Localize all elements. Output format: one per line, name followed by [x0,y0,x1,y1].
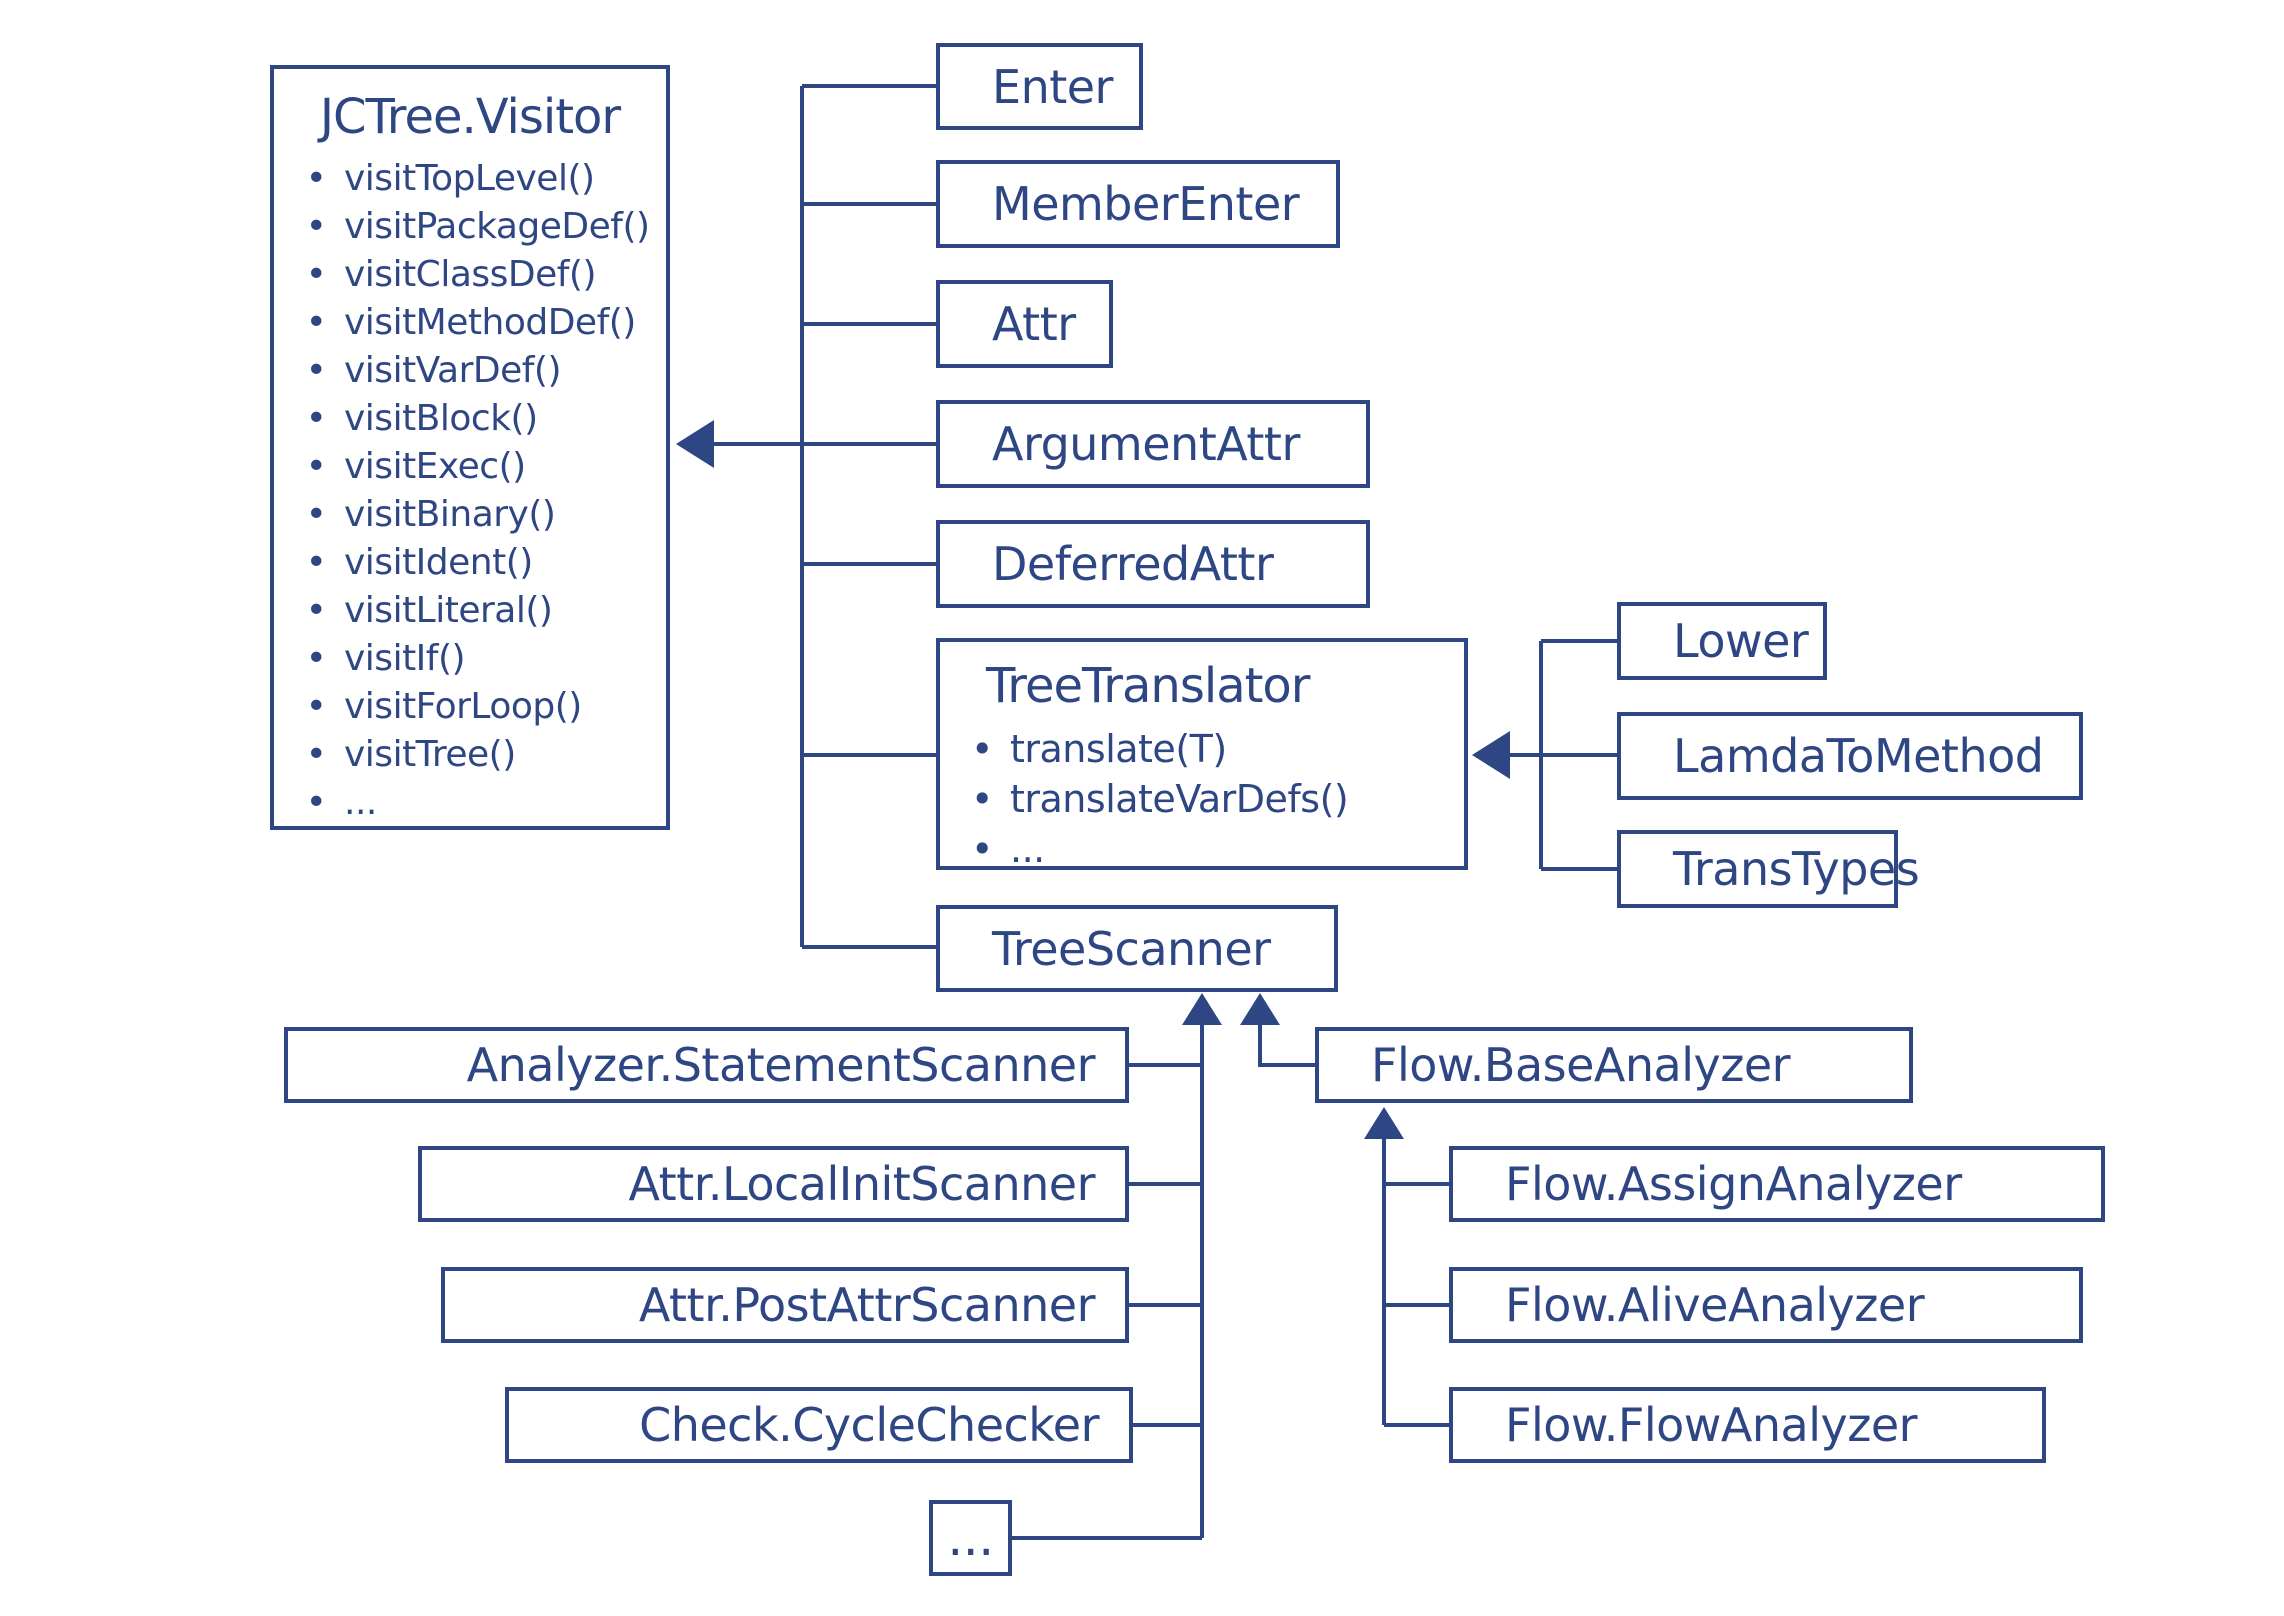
class-label: Attr [992,297,1076,351]
arrowhead-to-tree-scanner-right [1240,993,1280,1025]
method-item: visitLiteral() [288,587,666,635]
class-label: ArgumentAttr [992,417,1300,471]
class-box-trans-types: TransTypes [1617,830,1920,908]
method-item: visitMethodDef() [288,299,666,347]
class-box-enter: Enter [936,43,1143,130]
class-label: Check.CycleChecker [639,1398,1099,1452]
class-label: Flow.FlowAnalyzer [1505,1398,1918,1452]
class-title: JCTree.Visitor [319,89,621,145]
class-box-flow-base-analyzer: Flow.BaseAnalyzer [1315,1027,1913,1103]
class-box-statement-scanner: Analyzer.StatementScanner [284,1027,1129,1103]
class-box-member-enter: MemberEnter [936,160,1340,248]
arrowhead-to-visitor [676,420,714,468]
class-title: TreeTranslator [986,658,1311,714]
class-box-cycle-checker: Check.CycleChecker [505,1387,1133,1463]
class-box-flow-alive-analyzer: Flow.AliveAnalyzer [1449,1267,2083,1343]
class-box-tree-scanner: TreeScanner [936,905,1338,992]
class-label: TransTypes [1673,842,1920,896]
class-label: MemberEnter [992,177,1300,231]
class-label: ... [947,1509,994,1567]
method-item: visitIdent() [288,539,666,587]
method-item: visitTopLevel() [288,155,666,203]
edge-flow-base-elbow [1258,1023,1315,1067]
class-label: Flow.AliveAnalyzer [1505,1278,1925,1332]
method-item: visitVarDef() [288,347,666,395]
class-label: Flow.BaseAnalyzer [1371,1038,1791,1092]
class-label: Flow.AssignAnalyzer [1505,1157,1962,1211]
class-label: Analyzer.StatementScanner [466,1038,1096,1092]
method-item: visitPackageDef() [288,203,666,251]
class-box-lower: Lower [1617,602,1827,680]
method-item: translate(T) [954,724,1464,774]
method-item: ... [954,824,1464,874]
class-label: Attr.PostAttrScanner [638,1278,1096,1332]
arrowhead-to-tree-scanner-left [1182,993,1222,1025]
class-box-attr: Attr [936,280,1113,368]
method-item: visitExec() [288,443,666,491]
method-item: translateVarDefs() [954,774,1464,824]
method-list: translate(T)translateVarDefs()... [940,724,1464,874]
arrowhead-to-tree-translator [1472,731,1510,779]
class-label: Enter [992,59,1113,114]
method-list: visitTopLevel()visitPackageDef()visitCla… [274,155,666,827]
class-box-flow-flow-analyzer: Flow.FlowAnalyzer [1449,1387,2046,1463]
class-label: Attr.LocalInitScanner [628,1157,1095,1211]
class-box-ellipsis: ... [929,1500,1012,1576]
method-item: visitBinary() [288,491,666,539]
class-box-deferred-attr: DeferredAttr [936,520,1370,608]
class-box-lamda-to-method: LamdaToMethod [1617,712,2083,800]
class-label: DeferredAttr [992,537,1274,591]
method-item: visitTree() [288,731,666,779]
class-box-jctree-visitor: JCTree.Visitor visitTopLevel()visitPacka… [270,65,670,830]
method-item: visitClassDef() [288,251,666,299]
method-item: visitIf() [288,635,666,683]
class-box-post-attr-scanner: Attr.PostAttrScanner [441,1267,1129,1343]
method-item: visitBlock() [288,395,666,443]
method-item: ... [288,779,666,827]
class-label: Lower [1673,614,1809,668]
class-box-flow-assign-analyzer: Flow.AssignAnalyzer [1449,1146,2105,1222]
class-box-local-init-scanner: Attr.LocalInitScanner [418,1146,1129,1222]
class-box-tree-translator: TreeTranslator translate(T)translateVarD… [936,638,1468,871]
class-label: LamdaToMethod [1673,729,2044,783]
method-item: visitForLoop() [288,683,666,731]
class-label: TreeScanner [992,921,1271,976]
class-box-argument-attr: ArgumentAttr [936,400,1370,488]
arrowhead-to-flow-base [1364,1107,1404,1139]
